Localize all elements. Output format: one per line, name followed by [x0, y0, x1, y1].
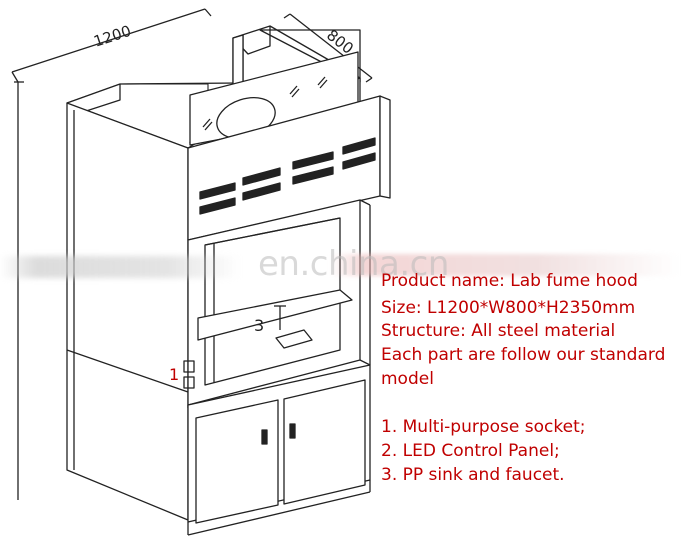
width-dimension-line	[11, 8, 212, 83]
front-fascia	[187, 95, 391, 241]
spec-product-name: Product name: Lab fume hood	[381, 271, 638, 291]
blur-band-right	[330, 254, 680, 276]
callout-3: 3	[254, 316, 264, 335]
callout-1: 1	[169, 365, 179, 384]
spec-structure: Structure: All steel material	[381, 321, 616, 341]
left-side-panel	[66, 102, 189, 521]
spec-standard-line2: model	[381, 369, 434, 389]
spec-standard-line1: Each part are follow our standard	[381, 345, 666, 365]
base-cabinet	[187, 364, 371, 536]
feature-item-1: 1. Multi-purpose socket;	[381, 417, 586, 437]
feature-item-2: 2. LED Control Panel;	[381, 441, 560, 461]
watermark: en.china.cn	[258, 244, 449, 284]
feature-item-3: 3. PP sink and faucet.	[381, 465, 565, 485]
blur-band-left	[0, 256, 240, 278]
width-dimension-label: 1200	[91, 22, 133, 51]
spec-size: Size: L1200*W800*H2350mm	[381, 298, 636, 318]
height-dimension-line	[14, 81, 24, 500]
